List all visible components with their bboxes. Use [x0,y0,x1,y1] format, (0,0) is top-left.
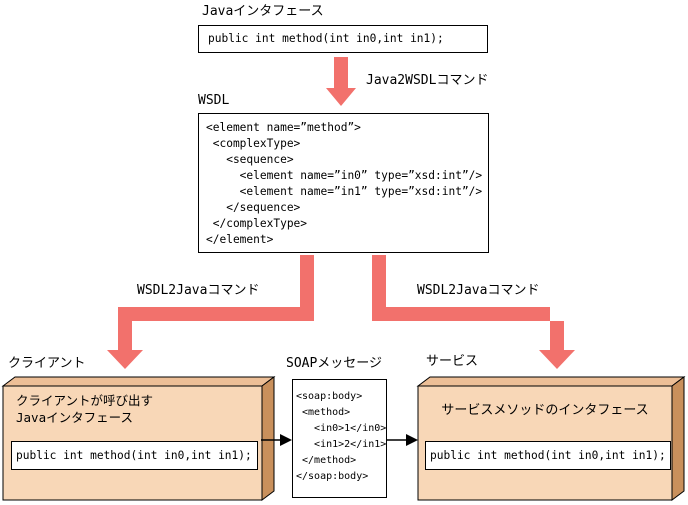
service-label: サービス [426,354,479,369]
soap-code-line: <method> [296,407,351,418]
wsdl-code-box: <element name=”method”> <complexType> <s… [198,113,489,253]
java2wsdl-arrow-icon [326,57,356,106]
soap-to-service-arrow-icon [387,434,418,446]
client-title-line2: Javaインタフェース [16,410,133,425]
wsdl2java-right-arrow-icon [372,255,575,369]
service-box-3d [416,376,686,501]
client-title-line1: クライアントが呼び出す [16,393,154,408]
java-interface-label: Javaインタフェース [202,4,324,19]
client-to-soap-arrow-icon [261,434,292,446]
soap-code-line: <in1>2</in1> [296,439,387,450]
service-code: public int method(int in0,int in1); [430,449,666,462]
java-interface-code: public int method(int in0,int in1); [208,32,444,45]
wsdl-code-line: <sequence> [206,153,294,166]
soap-code-line: <soap:body> [296,391,363,402]
wsdl-code-line: <element name=”in0” type=”xsd:int”/> [206,169,483,182]
wsdl-code-line: <element name=”method”> [206,121,361,134]
wsdl-code-line: <complexType> [206,137,301,150]
service-code-box: public int method(int in0,int in1); [425,441,671,470]
service-box-title: サービスメソッドのインタフェース [441,403,649,418]
java-interface-code-box: public int method(int in0,int in1); [198,25,488,53]
client-label: クライアント [8,356,86,371]
wsdl-label: WSDL [198,93,230,108]
soap-code-line: </soap:body> [296,471,369,482]
soap-code-line: </method> [296,455,357,466]
soap-message-box: <soap:body> <method> <in0>1</in0> <in1>2… [292,379,387,498]
client-code-box: public int method(int in0,int in1); [11,441,258,470]
wsdl2java-left-arrow-icon [107,255,314,369]
soap-message-label: SOAPメッセージ [286,356,383,371]
wsdl2java-left-command-label: WSDL2Javaコマンド [137,283,260,298]
soap-code-line: <in0>1</in0> [296,423,387,434]
wsdl-code-line: </complexType> [206,217,308,230]
wsdl-code-line: </sequence> [206,201,301,214]
wsdl-code-line: </element> [206,233,274,246]
client-box-title: クライアントが呼び出す Javaインタフェース [16,392,153,426]
wsdl-code-line: <element name=”in1” type=”xsd:int”/> [206,185,483,198]
java2wsdl-command-label: Java2WSDLコマンド [366,73,489,88]
wsdl2java-right-command-label: WSDL2Javaコマンド [417,283,540,298]
client-code: public int method(int in0,int in1); [16,449,252,462]
